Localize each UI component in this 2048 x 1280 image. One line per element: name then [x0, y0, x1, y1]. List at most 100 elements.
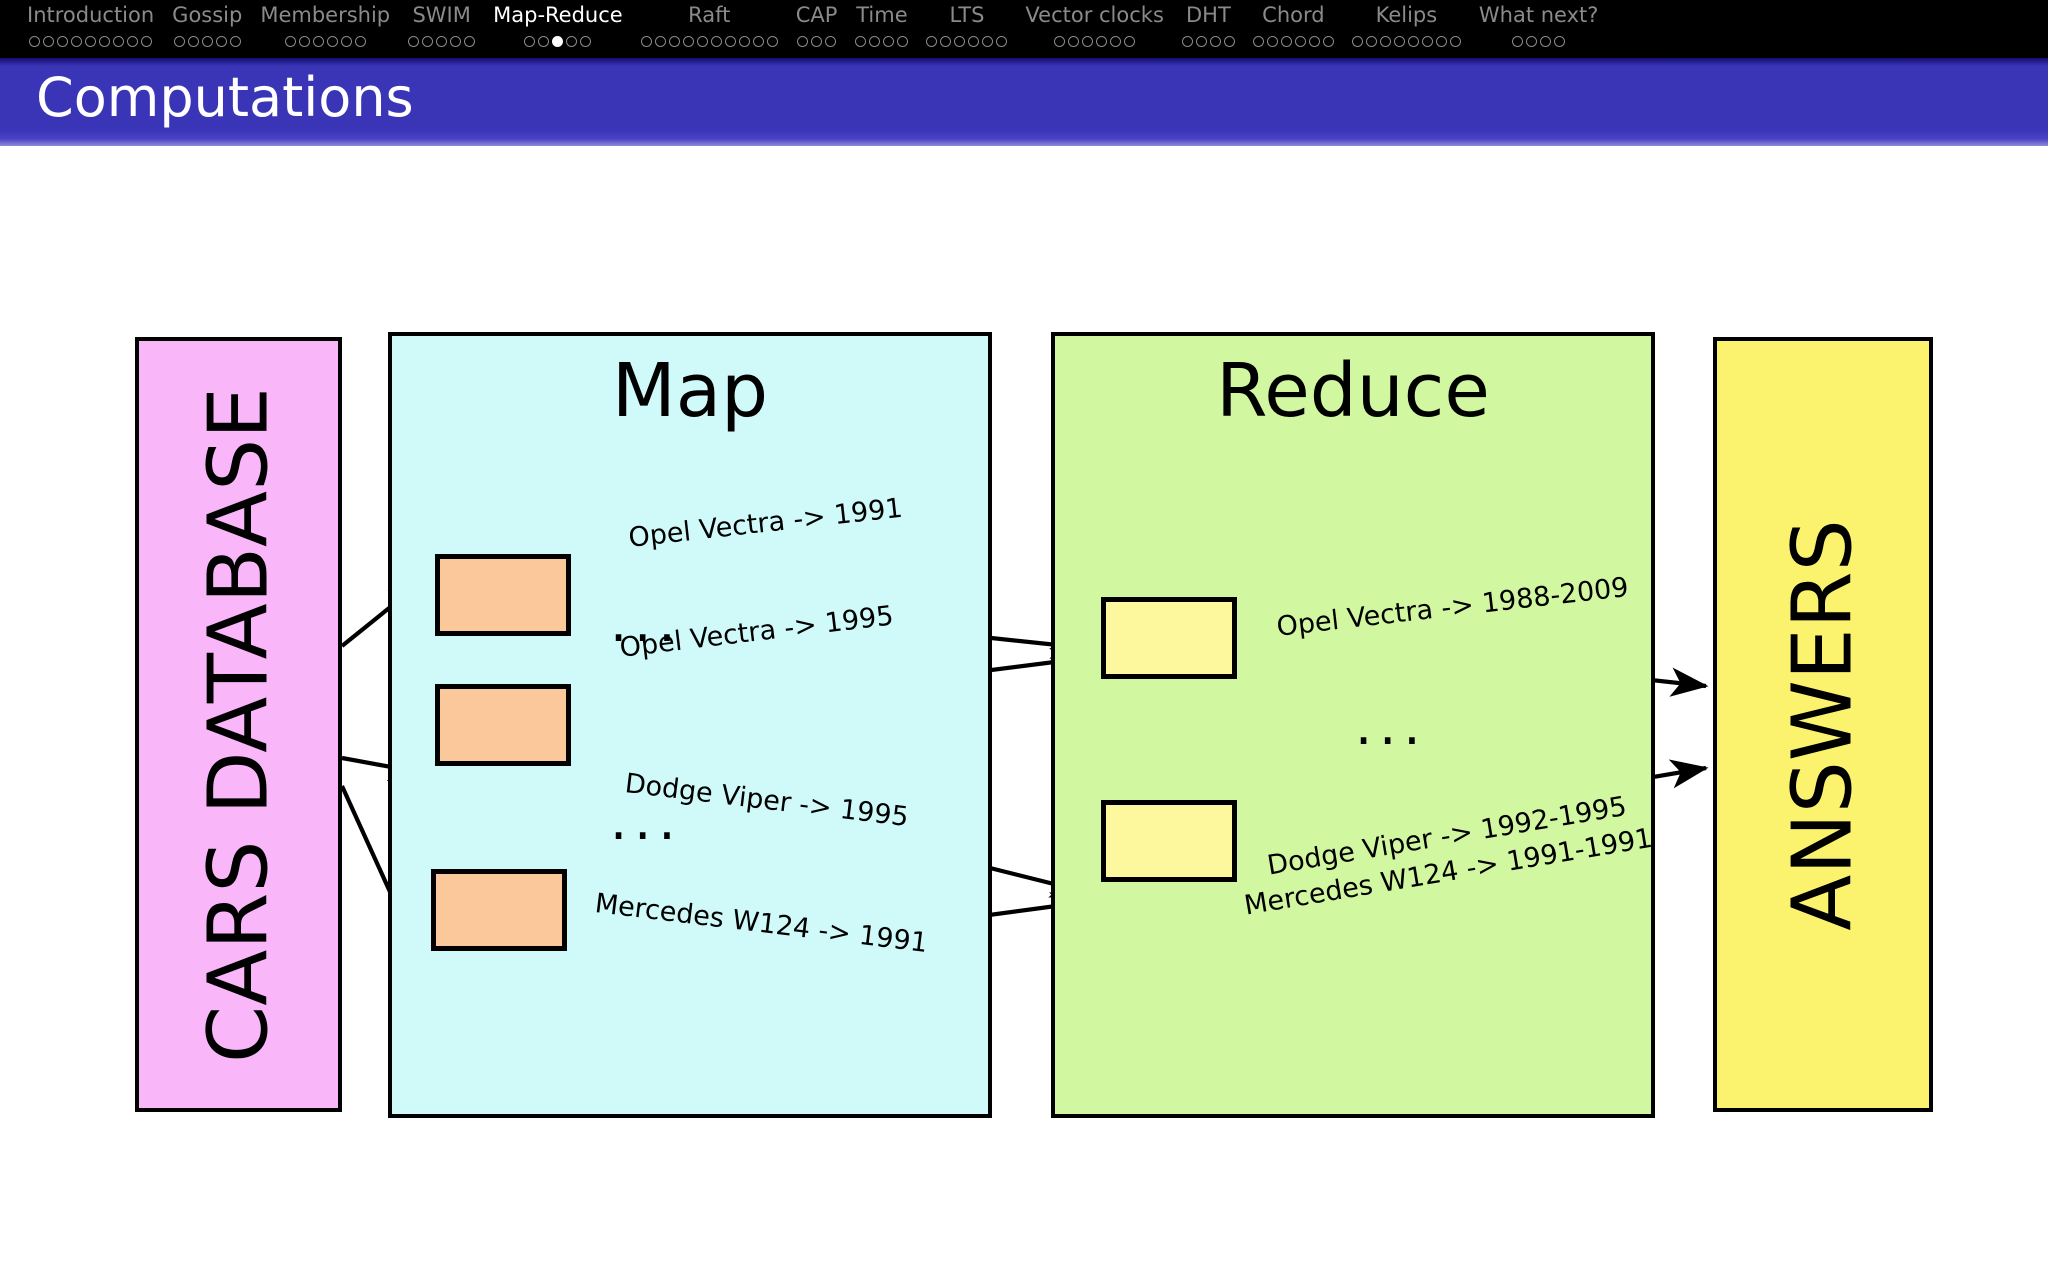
nav-dot[interactable]	[1512, 35, 1524, 47]
nav-dot[interactable]	[1351, 35, 1363, 47]
nav-section-raft[interactable]: Raft	[632, 0, 787, 52]
nav-dot[interactable]	[897, 35, 909, 47]
nav-dot[interactable]	[883, 35, 895, 47]
nav-dot[interactable]	[1110, 35, 1122, 47]
nav-dot[interactable]	[982, 35, 994, 47]
nav-dot[interactable]	[201, 35, 213, 47]
nav-section-membership[interactable]: Membership	[251, 0, 399, 52]
nav-dot[interactable]	[340, 35, 352, 47]
nav-section-dht[interactable]: DHT	[1173, 0, 1244, 52]
nav-dot[interactable]	[1181, 35, 1193, 47]
nav-section-introduction[interactable]: Introduction	[18, 0, 163, 52]
nav-dot[interactable]	[113, 35, 125, 47]
nav-dot[interactable]	[1252, 35, 1264, 47]
nav-dot[interactable]	[173, 35, 185, 47]
nav-dot[interactable]	[811, 35, 823, 47]
nav-dot[interactable]	[1407, 35, 1419, 47]
nav-dot[interactable]	[1054, 35, 1066, 47]
nav-dot[interactable]	[996, 35, 1008, 47]
nav-section-what-next[interactable]: What next?	[1470, 0, 1608, 52]
nav-section-swim[interactable]: SWIM	[399, 0, 484, 52]
nav-dot[interactable]	[1082, 35, 1094, 47]
nav-dot[interactable]	[85, 35, 97, 47]
nav-dot[interactable]	[464, 35, 476, 47]
nav-dot[interactable]	[1068, 35, 1080, 47]
nav-section-time[interactable]: Time	[846, 0, 917, 52]
nav-dot[interactable]	[1435, 35, 1447, 47]
nav-dot[interactable]	[354, 35, 366, 47]
nav-dot[interactable]	[1223, 35, 1235, 47]
nav-dot[interactable]	[1096, 35, 1108, 47]
nav-dot[interactable]	[284, 35, 296, 47]
nav-section-dots	[797, 30, 837, 52]
nav-dot[interactable]	[29, 35, 41, 47]
nav-dot[interactable]	[1266, 35, 1278, 47]
nav-section-cap[interactable]: CAP	[787, 0, 847, 52]
nav-dot[interactable]	[926, 35, 938, 47]
nav-dot[interactable]	[954, 35, 966, 47]
nav-dot[interactable]	[215, 35, 227, 47]
nav-dot[interactable]	[724, 35, 736, 47]
nav-dot[interactable]	[580, 35, 592, 47]
nav-dot[interactable]	[738, 35, 750, 47]
nav-dot[interactable]	[654, 35, 666, 47]
nav-section-kelips[interactable]: Kelips	[1343, 0, 1470, 52]
nav-dot[interactable]	[127, 35, 139, 47]
nav-section-label: LTS	[949, 3, 985, 27]
nav-dot[interactable]	[436, 35, 448, 47]
nav-dot[interactable]	[766, 35, 778, 47]
nav-dot[interactable]	[1449, 35, 1461, 47]
nav-dot[interactable]	[668, 35, 680, 47]
nav-dot[interactable]	[1322, 35, 1334, 47]
nav-dot[interactable]	[752, 35, 764, 47]
nav-dot[interactable]	[450, 35, 462, 47]
nav-dot[interactable]	[1365, 35, 1377, 47]
nav-dot[interactable]	[566, 35, 578, 47]
nav-dot[interactable]	[1379, 35, 1391, 47]
nav-dot[interactable]	[855, 35, 867, 47]
nav-dot[interactable]	[710, 35, 722, 47]
nav-dot[interactable]	[696, 35, 708, 47]
nav-section-vector-clocks[interactable]: Vector clocks	[1016, 0, 1172, 52]
nav-dot[interactable]	[869, 35, 881, 47]
nav-dot[interactable]	[229, 35, 241, 47]
nav-dot[interactable]	[71, 35, 83, 47]
map-ellipsis-2: ...	[610, 789, 683, 852]
nav-dot[interactable]	[825, 35, 837, 47]
nav-dot[interactable]	[1308, 35, 1320, 47]
nav-dot[interactable]	[57, 35, 69, 47]
nav-dot[interactable]	[141, 35, 153, 47]
nav-dot[interactable]	[640, 35, 652, 47]
nav-section-label: Chord	[1262, 3, 1325, 27]
nav-dot[interactable]	[1393, 35, 1405, 47]
nav-dot[interactable]	[312, 35, 324, 47]
nav-dot[interactable]	[538, 35, 550, 47]
nav-dot[interactable]	[1526, 35, 1538, 47]
nav-dot[interactable]	[1554, 35, 1566, 47]
nav-dot[interactable]	[1294, 35, 1306, 47]
nav-dot[interactable]	[1540, 35, 1552, 47]
nav-dot[interactable]	[422, 35, 434, 47]
nav-dot[interactable]	[99, 35, 111, 47]
nav-section-map-reduce[interactable]: Map-Reduce	[484, 0, 632, 52]
nav-dot[interactable]	[1209, 35, 1221, 47]
nav-section-lts[interactable]: LTS	[917, 0, 1016, 52]
nav-dot[interactable]	[1421, 35, 1433, 47]
nav-dot[interactable]	[940, 35, 952, 47]
nav-dot[interactable]	[524, 35, 536, 47]
nav-dot[interactable]	[1195, 35, 1207, 47]
nav-dot[interactable]	[187, 35, 199, 47]
nav-section-gossip[interactable]: Gossip	[163, 0, 251, 52]
nav-dot-current[interactable]	[552, 35, 564, 47]
nav-dot[interactable]	[326, 35, 338, 47]
nav-dot[interactable]	[682, 35, 694, 47]
nav-dot[interactable]	[1280, 35, 1292, 47]
nav-section-chord[interactable]: Chord	[1244, 0, 1343, 52]
nav-dot[interactable]	[1124, 35, 1136, 47]
nav-dot[interactable]	[968, 35, 980, 47]
answers-label: ANSWERS	[1775, 518, 1871, 931]
nav-dot[interactable]	[43, 35, 55, 47]
nav-dot[interactable]	[797, 35, 809, 47]
nav-dot[interactable]	[298, 35, 310, 47]
nav-dot[interactable]	[408, 35, 420, 47]
